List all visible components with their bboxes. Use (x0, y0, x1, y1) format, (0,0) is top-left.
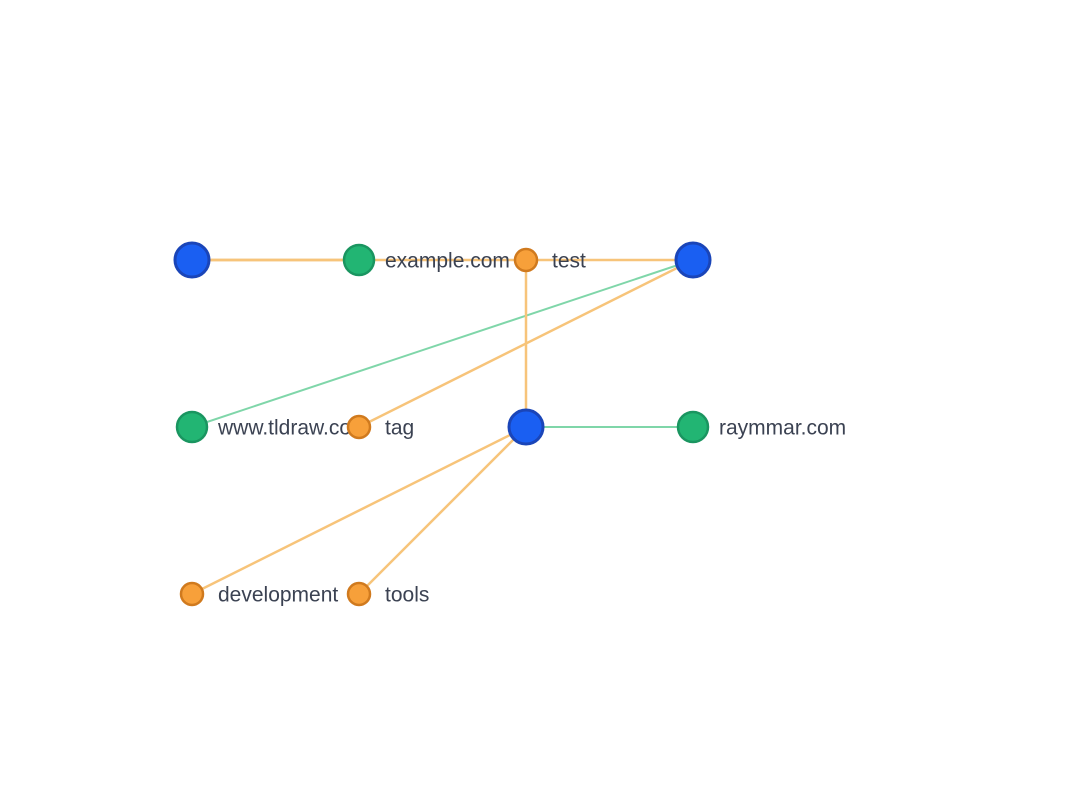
edge-b3-t-development (190, 425, 528, 596)
edge-b2-d-tldraw (191, 259, 694, 428)
tag-node-circle[interactable] (179, 581, 205, 607)
tag-node-t-tools[interactable]: tools (346, 581, 429, 607)
domain-node-circle[interactable] (342, 243, 376, 277)
tag-node-circle[interactable] (346, 414, 372, 440)
bookmark-node-circle[interactable] (507, 408, 545, 446)
domain-node-d-example[interactable]: example.com (342, 243, 510, 277)
tag-node-t-test[interactable]: test (513, 247, 586, 273)
bookmark-node-b2[interactable] (674, 241, 712, 279)
nodes-layer: example.com test www.tldraw.com tag raymmar.… (173, 241, 846, 607)
tag-node-circle[interactable] (346, 581, 372, 607)
node-label-t-development: development (218, 584, 338, 607)
node-label-d-tldraw: www.tldraw.com (217, 417, 369, 440)
edge-b3-t-tools (357, 425, 528, 596)
tag-node-circle[interactable] (513, 247, 539, 273)
node-label-d-example: example.com (385, 250, 510, 273)
domain-node-circle[interactable] (175, 410, 209, 444)
domain-node-d-raymmar[interactable]: raymmar.com (676, 410, 846, 444)
node-label-t-test: test (552, 250, 586, 273)
node-label-t-tag: tag (385, 417, 414, 440)
node-label-d-raymmar: raymmar.com (719, 417, 846, 440)
domain-node-circle[interactable] (676, 410, 710, 444)
bookmark-node-circle[interactable] (173, 241, 211, 279)
bookmark-node-circle[interactable] (674, 241, 712, 279)
edges-layer (190, 258, 695, 596)
tag-node-t-development[interactable]: development (179, 581, 338, 607)
tag-node-t-tag[interactable]: tag (346, 414, 414, 440)
bookmark-node-b1[interactable] (173, 241, 211, 279)
node-label-t-tools: tools (385, 584, 429, 607)
domain-node-d-tldraw[interactable]: www.tldraw.com (175, 410, 369, 444)
bookmark-node-b3[interactable] (507, 408, 545, 446)
